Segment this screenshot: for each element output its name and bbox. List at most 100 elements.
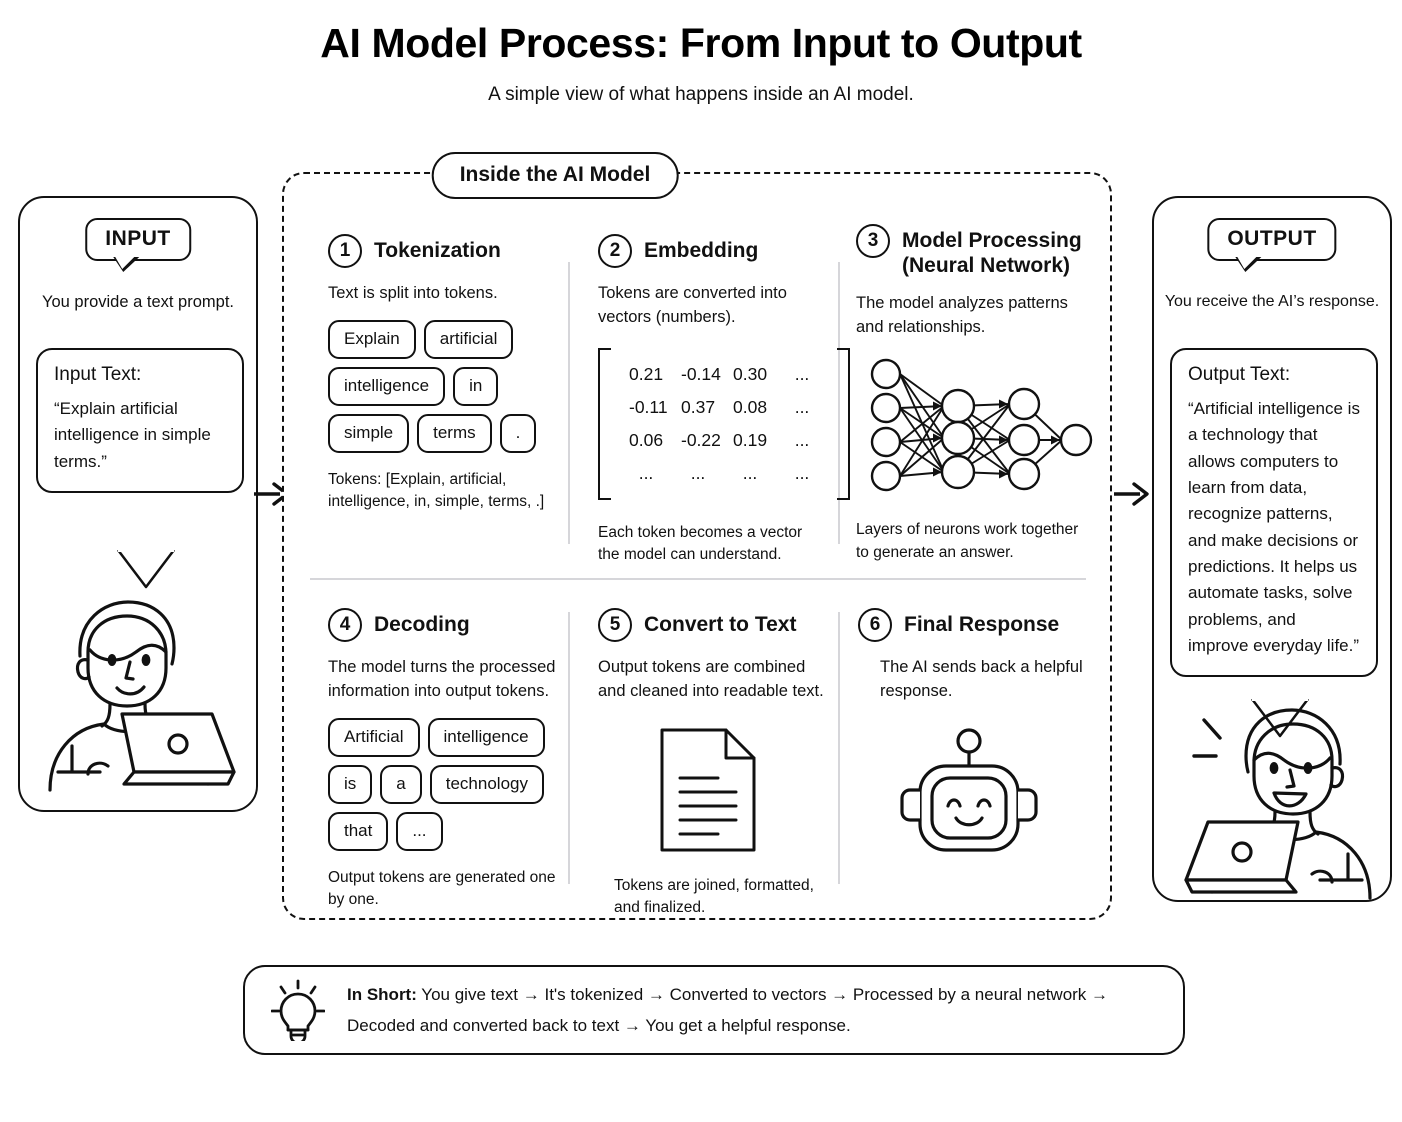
column-divider-3 xyxy=(568,612,570,884)
matrix-cell: ... xyxy=(794,363,810,384)
step-1-number: 1 xyxy=(328,234,362,268)
token-chip: Explain xyxy=(328,319,416,359)
token-chip: Artificial xyxy=(328,717,420,757)
input-caption: You provide a text prompt. xyxy=(41,293,234,311)
output-caption: You receive the AI’s response. xyxy=(1164,293,1380,310)
step-2-description: Tokens are converted into vectors (numbe… xyxy=(598,284,787,326)
matrix-cell: ... xyxy=(794,462,810,483)
input-text-card: Input Text: “Explain artificial intellig… xyxy=(36,348,244,494)
input-badge: INPUT xyxy=(85,218,191,272)
step-1-footnote: Tokens: [Explain, artificial, intelligen… xyxy=(328,470,545,511)
step-5-footnote: Tokens are joined, formatted, and finali… xyxy=(614,876,814,917)
token-chip: intelligence xyxy=(427,717,545,757)
step-3-footnote: Layers of neurons work together to gener… xyxy=(856,521,1079,561)
token-chip: technology xyxy=(429,764,544,804)
output-badge: OUTPUT xyxy=(1207,218,1337,272)
robot-icon xyxy=(900,728,1038,852)
token-chip: intelligence xyxy=(328,366,446,406)
token-row: Explain artificial xyxy=(328,319,560,359)
matrix-cell: ... xyxy=(742,462,758,483)
neural-network-icon xyxy=(870,359,1093,492)
token-chip: . xyxy=(499,413,537,453)
matrix-values: 0.21 -0.14 0.30 ... -0.11 0.37 0.08 ... … xyxy=(614,348,834,500)
matrix-cell: ... xyxy=(638,462,654,483)
input-text-label: Input Text: xyxy=(54,364,142,385)
embedding-matrix: 0.21 -0.14 0.30 ... -0.11 0.37 0.08 ... … xyxy=(598,347,850,500)
token-row: that ... xyxy=(328,811,566,851)
summary-bar: In Short: You give text → It's tokenized… xyxy=(243,965,1185,1055)
step-4-description: The model turns the processed informatio… xyxy=(328,658,556,700)
matrix-cell: -0.22 xyxy=(681,429,721,450)
lightbulb-icon xyxy=(271,979,325,1041)
step-5-description: Output tokens are combined and cleaned i… xyxy=(598,658,824,700)
matrix-bracket-right xyxy=(837,347,850,500)
token-chip: in xyxy=(453,366,499,406)
token-chip: ... xyxy=(396,811,443,851)
step-4-title: Decoding xyxy=(374,613,470,636)
step-4-footnote: Output tokens are generated one by one. xyxy=(328,868,556,909)
token-row: intelligence in xyxy=(328,366,560,406)
step-6-number: 6 xyxy=(858,608,892,642)
step-2-header: 2 Embedding xyxy=(598,234,826,268)
column-divider-4 xyxy=(838,612,840,884)
step-4-header: 4 Decoding xyxy=(328,608,566,642)
step-model-processing: 3 Model Processing (Neural Network) The … xyxy=(856,224,1093,564)
column-divider-2 xyxy=(838,262,840,544)
matrix-cell: ... xyxy=(690,462,706,483)
step-decoding: 4 Decoding The model turns the processed… xyxy=(328,608,566,912)
summary-text: In Short: You give text → It's tokenized… xyxy=(347,979,1108,1042)
tokenization-token-list: Explain artificial intelligence in simpl… xyxy=(328,319,560,453)
step-1-header: 1 Tokenization xyxy=(328,234,560,268)
step-5-header: 5 Convert to Text xyxy=(598,608,824,642)
token-chip: artificial xyxy=(423,319,514,359)
step-6-title: Final Response xyxy=(904,613,1060,636)
matrix-cell: ... xyxy=(794,396,810,417)
step-3-header: 3 Model Processing (Neural Network) xyxy=(856,224,1092,278)
step-6-header: 6 Final Response xyxy=(858,608,1090,642)
token-chip: simple xyxy=(328,413,410,453)
token-chip: is xyxy=(328,764,373,804)
model-container-label: Inside the AI Model xyxy=(431,152,679,199)
arrow-model-to-output-icon xyxy=(1114,482,1149,506)
decoding-token-list: Artificial intelligence is a technology … xyxy=(328,717,566,851)
output-text-value: “Artificial intelligence is a technology… xyxy=(1188,399,1360,656)
document-icon xyxy=(660,728,756,852)
summary-line-2: Decoded and converted back to text → You… xyxy=(347,1016,851,1035)
step-3-description: The model analyzes patterns and relation… xyxy=(856,294,1068,337)
step-5-title: Convert to Text xyxy=(644,613,797,636)
step-4-number: 4 xyxy=(328,608,362,642)
step-1-title: Tokenization xyxy=(374,239,501,262)
token-row: Artificial intelligence xyxy=(328,717,566,757)
matrix-bracket-left xyxy=(598,347,611,500)
output-text-label: Output Text: xyxy=(1188,364,1291,385)
summary-line-1: You give text → It's tokenized → Convert… xyxy=(416,984,1109,1004)
step-2-number: 2 xyxy=(598,234,632,268)
step-2-title: Embedding xyxy=(644,239,759,262)
matrix-cell: 0.21 xyxy=(629,363,664,384)
matrix-cell: 0.30 xyxy=(733,363,768,384)
matrix-cell: ... xyxy=(794,429,810,450)
person-with-laptop-icon xyxy=(48,600,236,792)
input-panel: INPUT You provide a text prompt. Input T… xyxy=(18,196,258,812)
page-title: AI Model Process: From Input to Output xyxy=(320,20,1082,66)
step-5-number: 5 xyxy=(598,608,632,642)
matrix-cell: -0.11 xyxy=(629,396,668,417)
step-3-title: Model Processing (Neural Network) xyxy=(902,229,1082,278)
token-chip: a xyxy=(380,764,422,804)
matrix-cell: 0.19 xyxy=(733,429,768,450)
token-row: simple terms . xyxy=(328,413,560,453)
step-1-description: Text is split into tokens. xyxy=(328,284,498,302)
token-row: is a technology xyxy=(328,764,566,804)
matrix-cell: -0.14 xyxy=(681,363,721,384)
page-subtitle: A simple view of what happens inside an … xyxy=(488,84,914,105)
token-chip: that xyxy=(328,811,389,851)
step-2-footnote: Each token becomes a vector the model ca… xyxy=(598,523,803,564)
step-3-number: 3 xyxy=(856,224,890,258)
input-text-value: “Explain artificial intelligence in simp… xyxy=(54,399,211,471)
matrix-cell: 0.06 xyxy=(629,429,664,450)
token-chip: terms xyxy=(417,413,492,453)
happy-person-with-laptop-icon xyxy=(1184,708,1372,900)
summary-lead: In Short: xyxy=(347,984,417,1004)
step-embedding: 2 Embedding Tokens are converted into ve… xyxy=(598,234,850,567)
